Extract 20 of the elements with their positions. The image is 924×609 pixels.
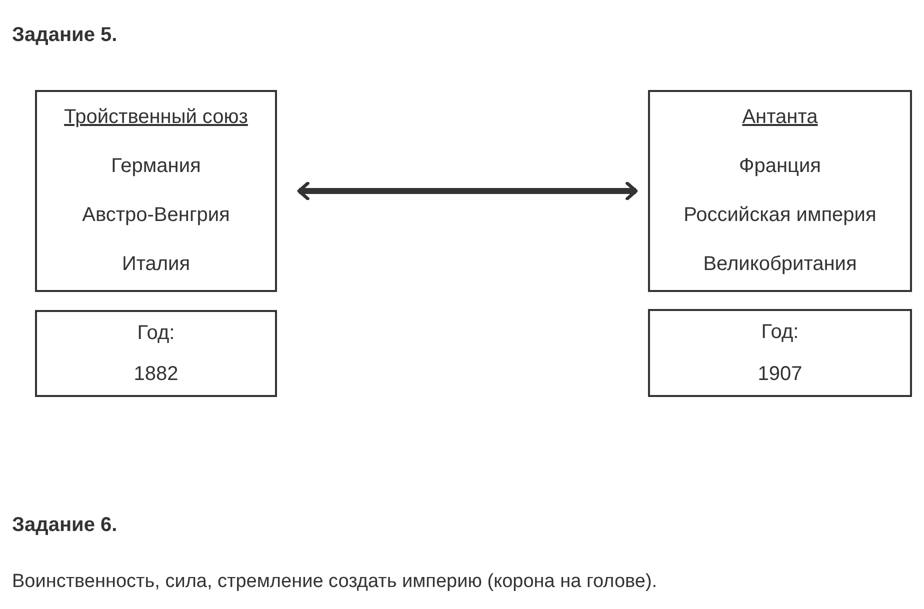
text-box (648, 90, 912, 292)
box-text: Год: (137, 320, 175, 346)
task-heading: Задание 6. (12, 513, 118, 538)
box-text: Российская империя (684, 202, 876, 228)
box-text: 1907 (758, 362, 802, 387)
answer-text: Воинственность, сила, стремление создать империю (корона на голове). (12, 570, 658, 594)
task-heading: Задание 5. (12, 23, 118, 48)
box-text: Германия (111, 154, 201, 178)
box-text: Австро-Венгрия (82, 202, 230, 228)
double-arrow (297, 182, 638, 200)
alliance-heading: Тройственный союз (64, 104, 248, 130)
alliance-heading: Антанта (742, 104, 818, 130)
box-text: Великобритания (703, 252, 857, 276)
text-box (35, 310, 277, 397)
box-text: Год: (761, 320, 799, 345)
box-text: Италия (122, 252, 190, 276)
text-box (648, 309, 912, 397)
box-text: 1882 (134, 362, 178, 388)
box-text: Франция (739, 154, 821, 178)
text-box (35, 90, 277, 292)
